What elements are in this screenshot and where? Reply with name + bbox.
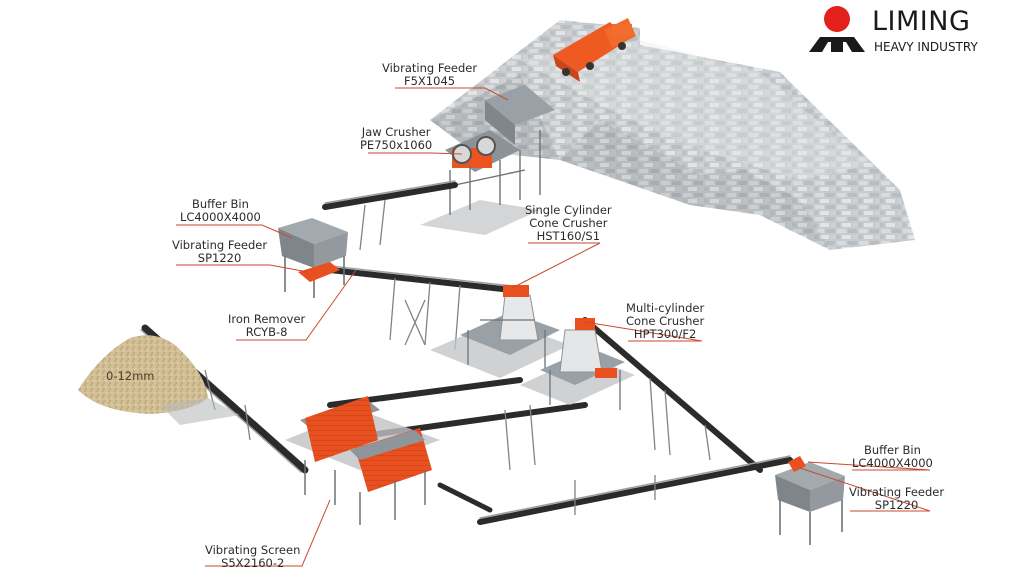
liming-logo: LIMING HEAVY INDUSTRY (806, 4, 1006, 56)
equipment-model: PE750x1060 (360, 139, 432, 152)
equipment-model: LC4000X4000 (180, 211, 261, 224)
vibrating-screen-machine (285, 396, 440, 525)
buffer-bin-left-machine (278, 218, 348, 298)
equipment-model: SP1220 (849, 499, 944, 512)
label-vibrating-feeder-top: Vibrating Feeder F5X1045 (382, 62, 477, 88)
label-vibrating-feeder-right: Vibrating Feeder SP1220 (849, 486, 944, 512)
brand-tagline: HEAVY INDUSTRY (874, 40, 978, 54)
label-jaw-crusher: Jaw Crusher PE750x1060 (360, 126, 432, 152)
single-cylinder-cone-crusher-machine (430, 285, 570, 378)
label-multi-cylinder-cone-crusher: Multi-cylinder Cone Crusher HPT300/F2 (626, 302, 704, 341)
equipment-model: HST160/S1 (525, 230, 612, 243)
label-vibrating-screen: Vibrating Screen S5X2160-2 (205, 544, 300, 570)
equipment-model: S5X2160-2 (205, 557, 300, 570)
product-size-label: 0-12mm (106, 369, 155, 383)
equipment-model: F5X1045 (382, 75, 477, 88)
equipment-model: LC4000X4000 (852, 457, 933, 470)
label-vibrating-feeder-left: Vibrating Feeder SP1220 (172, 239, 267, 265)
product-pile (78, 335, 240, 425)
liming-logo-mark (806, 4, 868, 56)
equipment-model: HPT300/F2 (626, 328, 704, 341)
equipment-model: SP1220 (172, 252, 267, 265)
label-iron-remover: Iron Remover RCYB-8 (228, 313, 305, 339)
brand-name: LIMING (872, 6, 970, 37)
buffer-bin-right-machine (775, 456, 845, 545)
label-single-cylinder-cone-crusher: Single Cylinder Cone Crusher HST160/S1 (525, 204, 612, 243)
label-buffer-bin-left: Buffer Bin LC4000X4000 (180, 198, 261, 224)
equipment-model: RCYB-8 (228, 326, 305, 339)
label-buffer-bin-right: Buffer Bin LC4000X4000 (852, 444, 933, 470)
